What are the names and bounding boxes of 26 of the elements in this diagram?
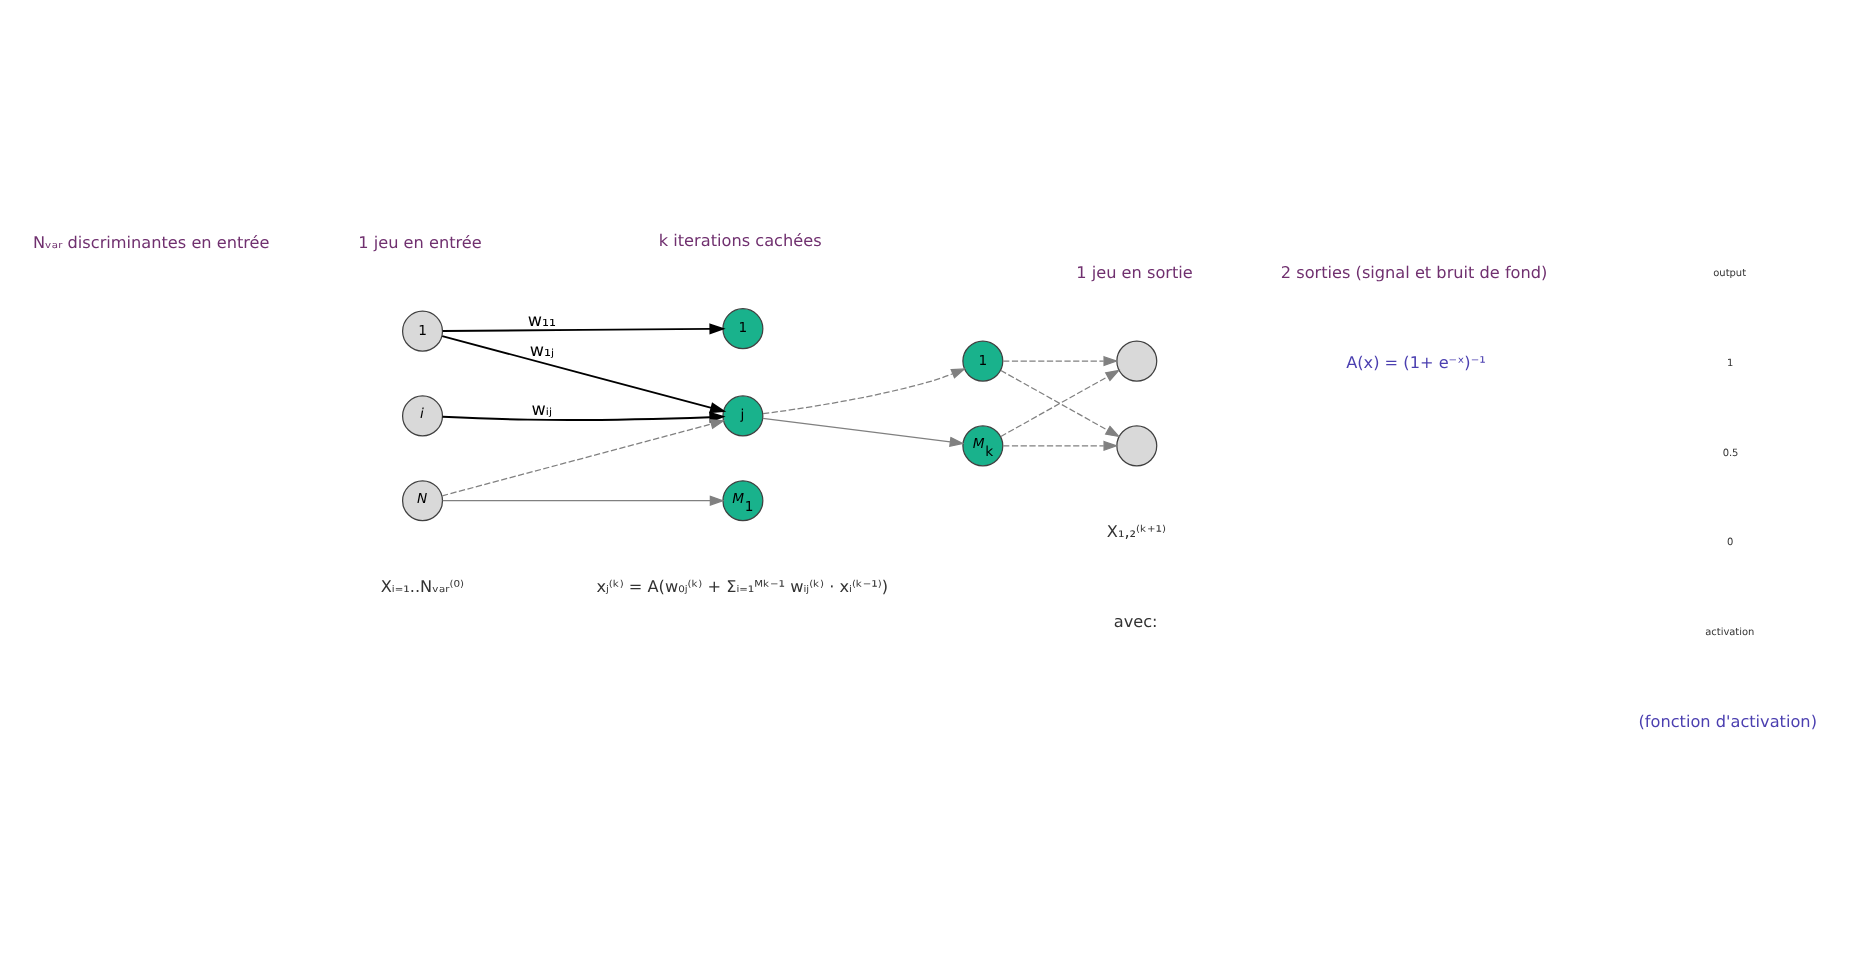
- label: k iterations cachées: [658, 228, 822, 249]
- arrow: [441, 418, 726, 496]
- arrow: [1000, 368, 1121, 437]
- label: Xᵢ₌₁..Nᵥₐᵣ⁽⁰⁾: [380, 575, 464, 596]
- edge-label: w₁₁: [527, 311, 557, 332]
- arrow: [762, 416, 965, 447]
- label: xⱼ⁽ᵏ⁾ = A(w₀ⱼ⁽ᵏ⁾ + Σᵢ₌₁ᴹᵏ⁻¹ wᵢⱼ⁽ᵏ⁾ · xᵢ⁽ᵏ⁻¹⁾): [596, 575, 889, 596]
- edge-label: w₁ⱼ: [529, 341, 555, 362]
- node-circle: [1116, 339, 1158, 381]
- arrow: [441, 410, 726, 422]
- label: (fonction d'activation): [1638, 709, 1817, 730]
- arrow: [442, 494, 725, 505]
- edge-label: wᵢⱼ: [531, 399, 553, 420]
- label: 1 jeu en sortie: [1076, 261, 1193, 282]
- arrow: [441, 334, 727, 413]
- arrow: [762, 367, 967, 414]
- arrow: [1002, 354, 1119, 366]
- arrow: [1002, 439, 1119, 451]
- label: 1 jeu en entrée: [358, 231, 482, 252]
- label: Nᵥₐᵣ discriminantes en entrée: [33, 231, 270, 252]
- arrow: [441, 322, 726, 334]
- label: X₁,₂⁽ᵏ⁺¹⁾: [1106, 520, 1166, 541]
- label: 2 sorties (signal et bruit de fond): [1280, 261, 1548, 282]
- node-circle: [1116, 424, 1158, 466]
- label: avec:: [1113, 610, 1158, 631]
- label: A(x) = (1+ e⁻ˣ)⁻¹: [1346, 350, 1486, 371]
